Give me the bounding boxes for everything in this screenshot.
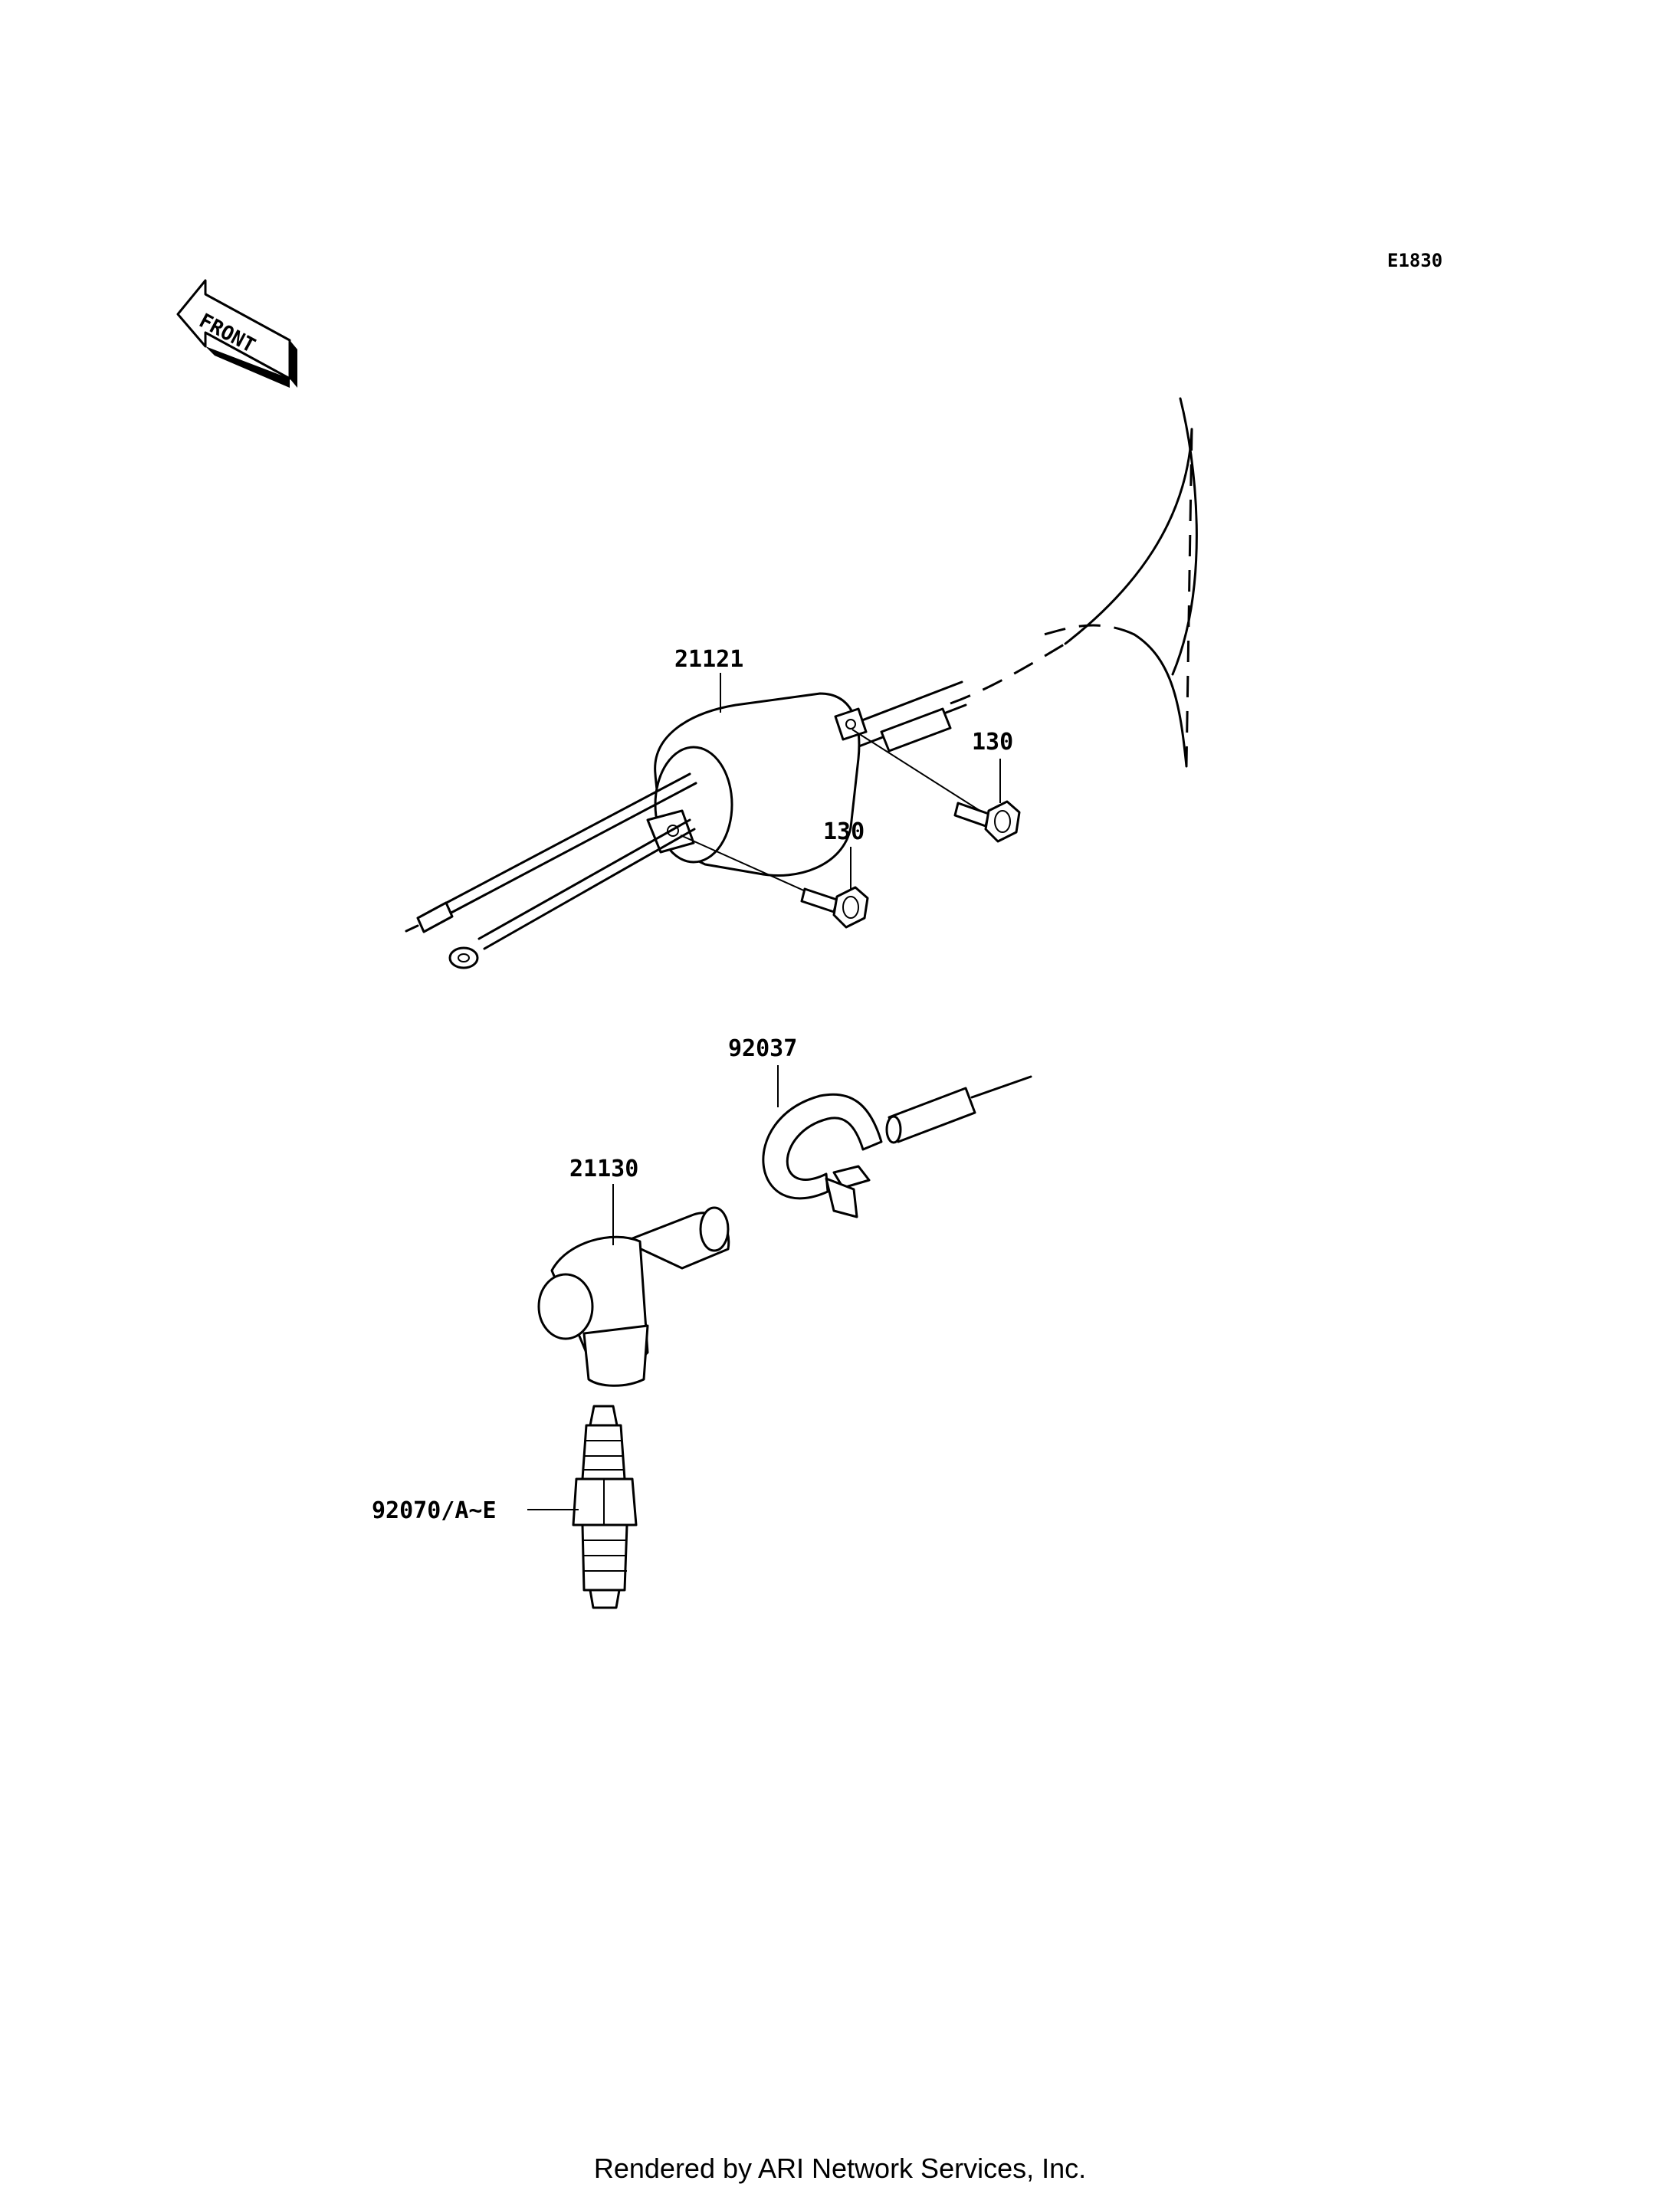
leader-lines <box>527 673 1001 1510</box>
label-plug-cap[interactable]: 21130 <box>569 1156 638 1182</box>
label-bolt-upper[interactable]: 130 <box>972 729 1013 756</box>
clamp-drawing <box>762 1093 883 1218</box>
bolt-upper-drawing <box>953 800 1021 843</box>
cable-end-drawing <box>885 1075 1032 1144</box>
diagram-code: E1830 <box>1387 250 1442 271</box>
label-ignition-coil[interactable]: 21121 <box>674 646 743 673</box>
label-bolt-lower[interactable]: 130 <box>823 818 865 845</box>
plug-cap-drawing <box>537 1206 730 1387</box>
bolt-lower-drawing <box>800 886 869 929</box>
ignition-coil-drawing <box>405 397 1198 969</box>
label-spark-plug[interactable]: 92070/A~E <box>372 1497 497 1524</box>
label-clamp[interactable]: 92037 <box>728 1035 797 1062</box>
spark-plug-drawing <box>572 1405 638 1609</box>
front-arrow-icon: FRONT <box>176 279 297 388</box>
footer-credit: Rendered by ARI Network Services, Inc. <box>594 2153 1086 2184</box>
